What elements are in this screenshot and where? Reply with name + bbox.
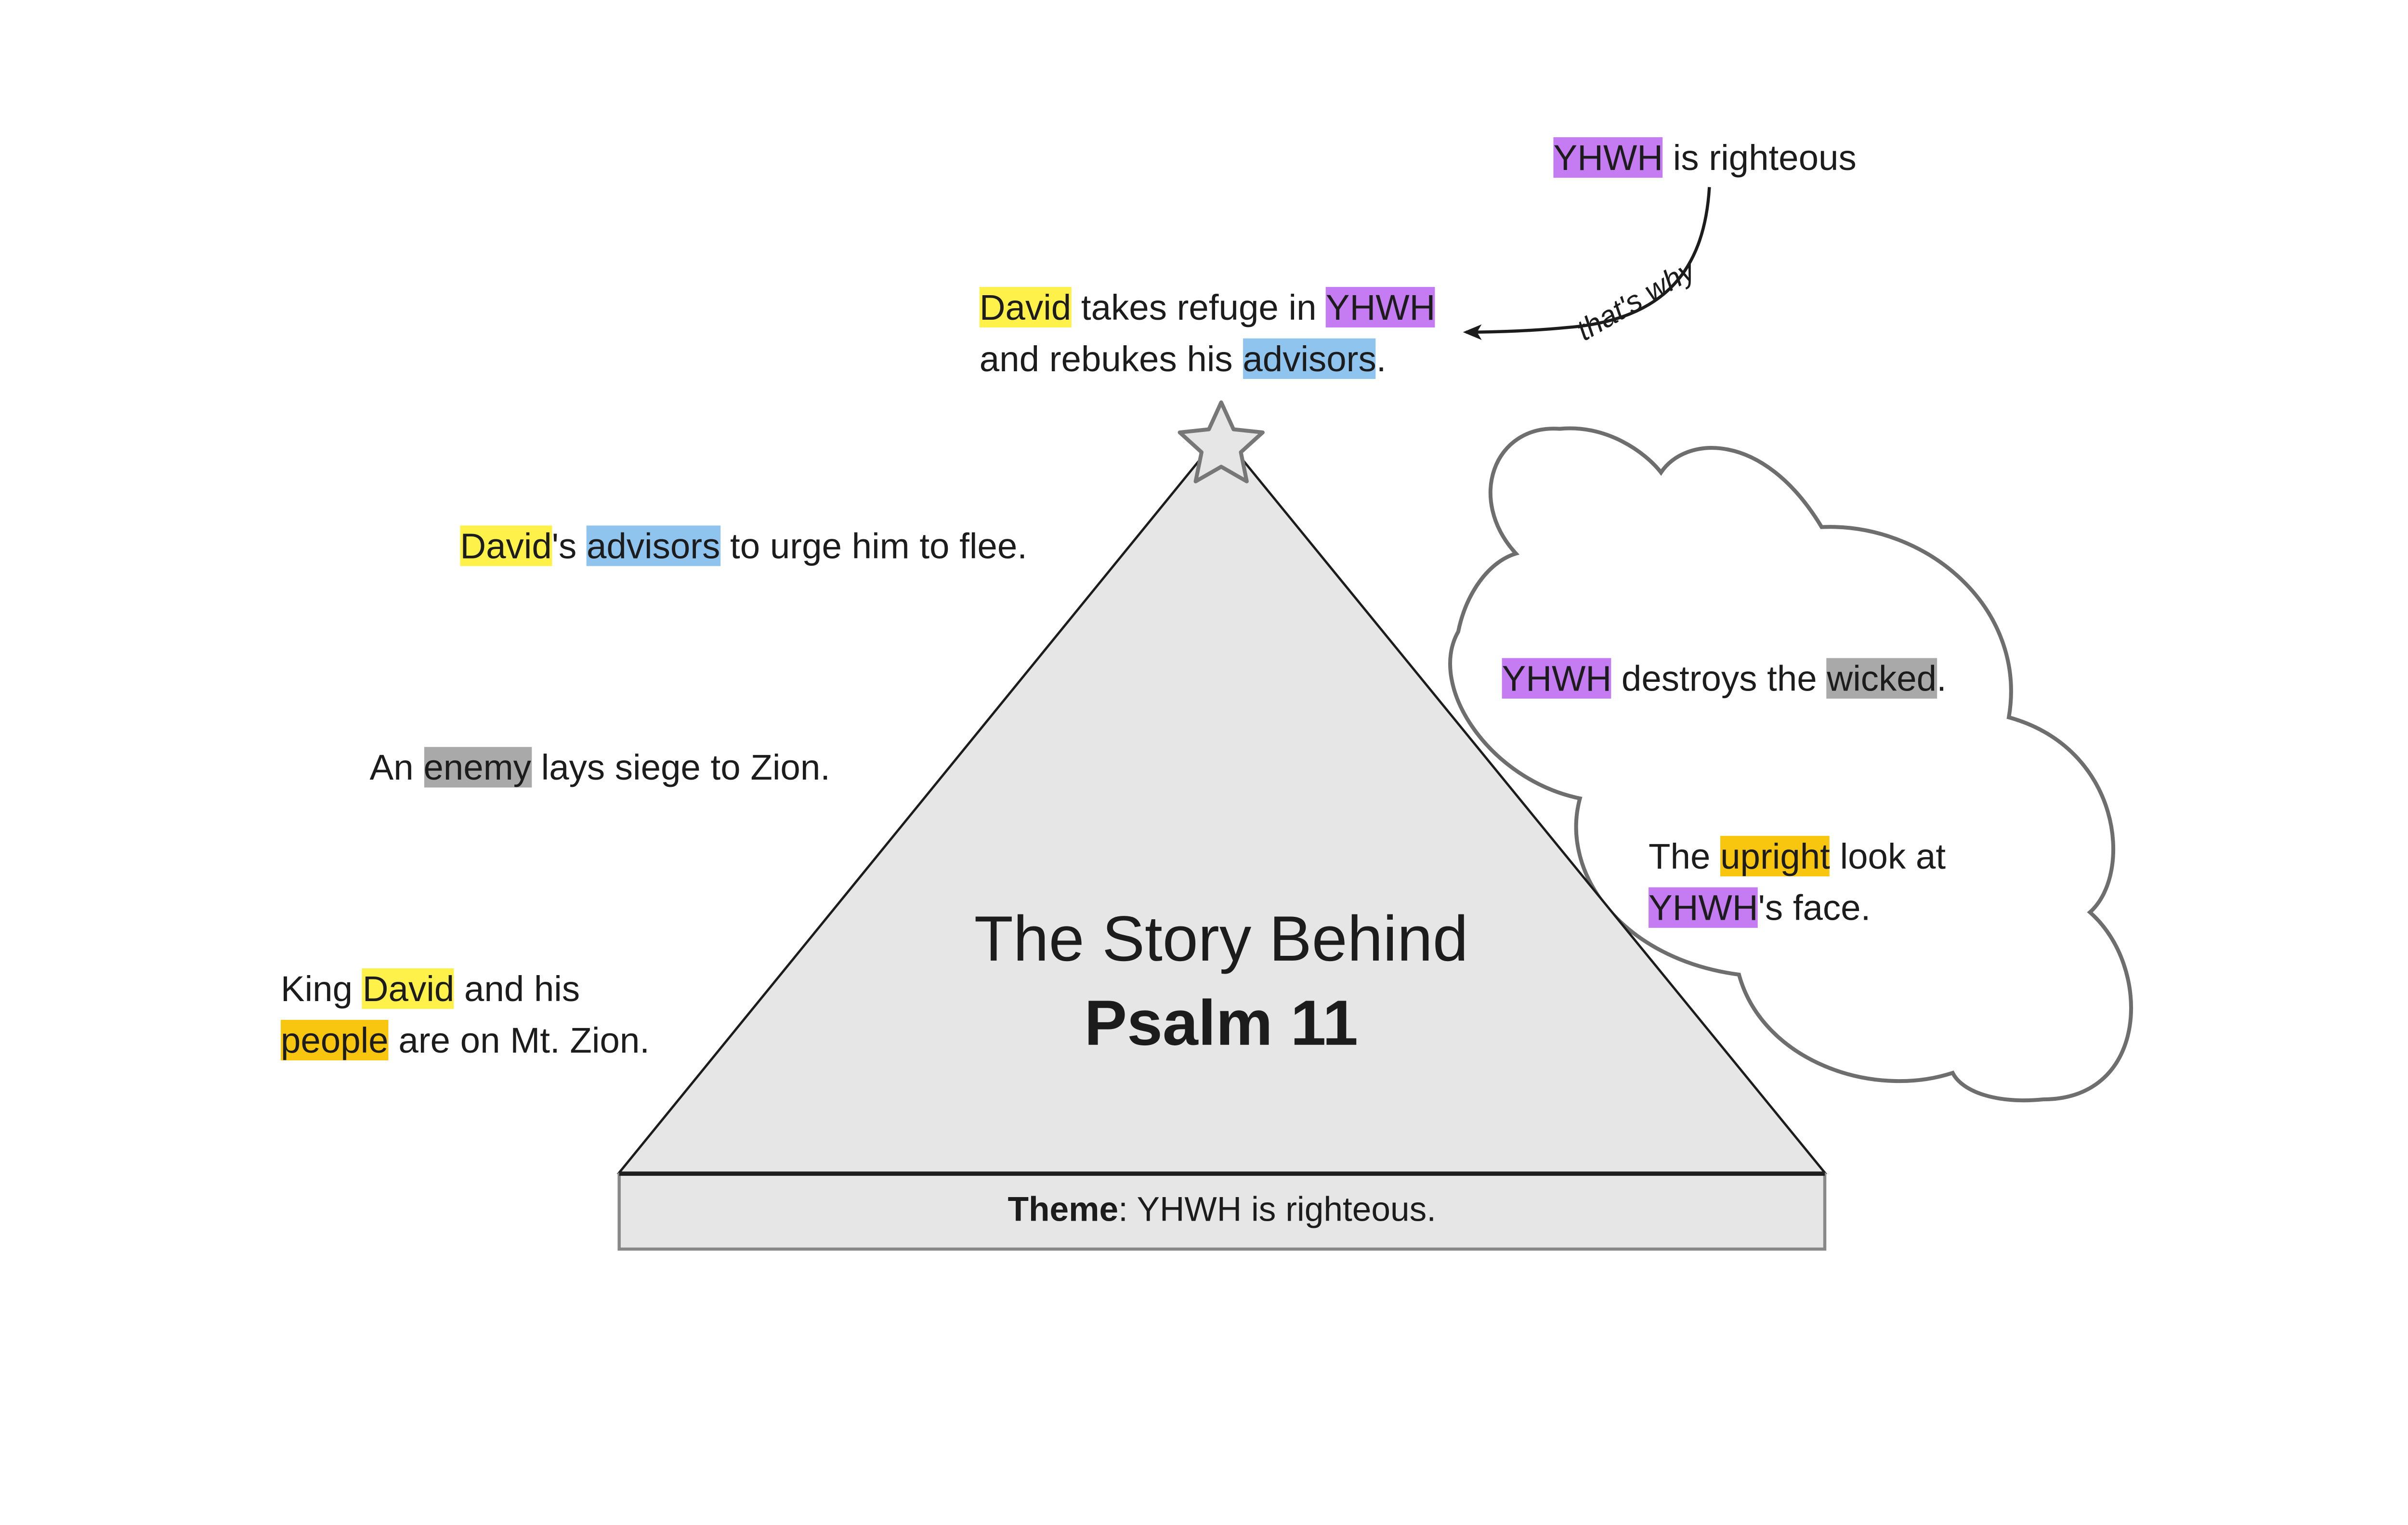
curved-arrow-icon (1463, 187, 1711, 340)
cloud-2-pre: The (1649, 835, 1721, 877)
event-1-people: people (280, 1019, 389, 1061)
theme-label: Theme (1008, 1189, 1119, 1229)
climax-yhwh: YHWH (1325, 287, 1436, 328)
event-1-mid: and his (454, 968, 580, 1009)
event-1-david: David (362, 968, 455, 1009)
event-3-mid: 's (551, 525, 587, 566)
climax-line-1: David takes refuge in YHWH (979, 282, 1436, 334)
event-2-enemy: enemy (423, 747, 531, 788)
connector-label: that's why (1571, 252, 1702, 347)
cloud-2-post: 's face. (1758, 887, 1871, 928)
thought-cloud (1448, 426, 2133, 1103)
event-3-david: David (460, 525, 552, 566)
theme-text: : YHWH is righteous. (1118, 1189, 1437, 1229)
climax-mid: takes refuge in (1071, 287, 1326, 328)
event-2-pre: An (369, 747, 424, 788)
cloud-2-yhwh: YHWH (1649, 887, 1758, 928)
cloud-text-1: YHWH destroys the wicked. (1502, 653, 1947, 705)
event-3-advisors: advisors (586, 525, 720, 566)
event-2-post: lays siege to Zion. (531, 747, 830, 788)
theme-base (617, 1173, 1827, 1251)
reason-yhwh: YHWH (1553, 137, 1663, 178)
event-1-line-2: people are on Mt. Zion. (280, 1015, 650, 1067)
event-2: An enemy lays siege to Zion. (370, 743, 830, 794)
title-line-1: The Story Behind (974, 903, 1468, 975)
climax-david: David (979, 287, 1072, 328)
climax-line-2-pre: and rebukes his (979, 338, 1243, 379)
cloud-text-2-line-2: YHWH's face. (1649, 883, 1871, 934)
event-3-post: to urge him to flee. (720, 525, 1027, 566)
cloud-1-post: . (1937, 658, 1947, 699)
event-1-post: are on Mt. Zion. (388, 1019, 650, 1061)
climax-line-2: and rebukes his advisors. (979, 334, 1387, 385)
event-1-line-1: King David and his (281, 964, 580, 1015)
cloud-2-mid: look at (1830, 835, 1946, 877)
climax-advisors: advisors (1243, 338, 1376, 379)
theme-caption: Theme: YHWH is righteous. (619, 1179, 1825, 1241)
title-line-2: Psalm 11 (1084, 987, 1358, 1059)
event-3: David's advisors to urge him to flee. (460, 521, 1027, 573)
cloud-text-2-line-1: The upright look at (1649, 831, 1946, 883)
climax-post: . (1376, 338, 1387, 379)
cloud-1-mid: destroys the (1611, 658, 1827, 699)
cloud-1-yhwh: YHWH (1502, 658, 1612, 699)
reason-text: YHWH is righteous (1553, 132, 1857, 184)
cloud-2-upright: upright (1720, 835, 1830, 877)
event-1-pre: King (280, 968, 363, 1009)
reason-rest: is righteous (1663, 137, 1857, 178)
cloud-1-wicked: wicked (1827, 658, 1937, 699)
star-icon (1178, 400, 1265, 483)
